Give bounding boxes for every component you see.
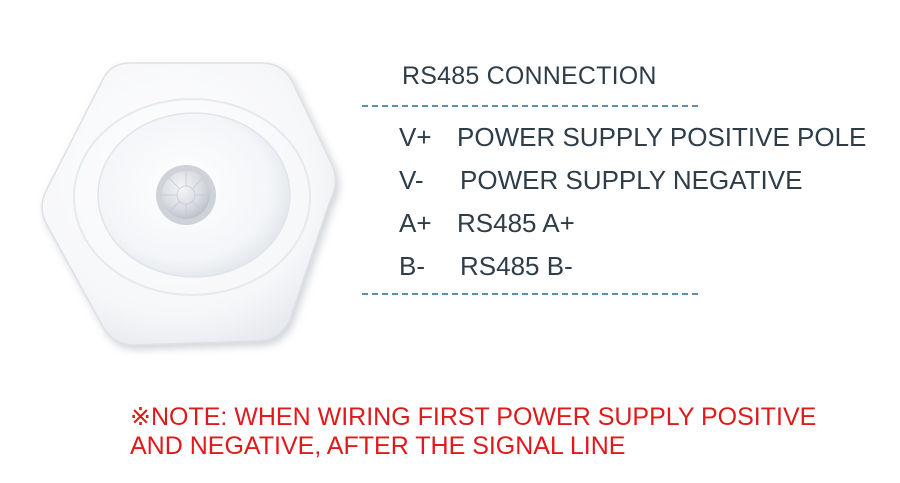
- wiring-note: ※NOTE: WHEN WIRING FIRST POWER SUPPLY PO…: [130, 403, 817, 460]
- connection-title: RS485 CONNECTION: [402, 62, 657, 90]
- pin-code: V+: [399, 122, 432, 152]
- pin-description: RS485 A+: [457, 208, 575, 238]
- pir-sensor-image: [41, 62, 337, 346]
- pin-description: POWER SUPPLY NEGATIVE: [460, 165, 803, 195]
- pin-code: V-: [399, 165, 424, 195]
- pin-code: B-: [399, 251, 425, 281]
- pin-description: RS485 B-: [460, 251, 573, 281]
- pin-code: A+: [399, 208, 432, 238]
- pin-description: POWER SUPPLY POSITIVE POLE: [457, 122, 867, 152]
- divider-bottom: [362, 293, 698, 295]
- divider-top: [362, 105, 698, 107]
